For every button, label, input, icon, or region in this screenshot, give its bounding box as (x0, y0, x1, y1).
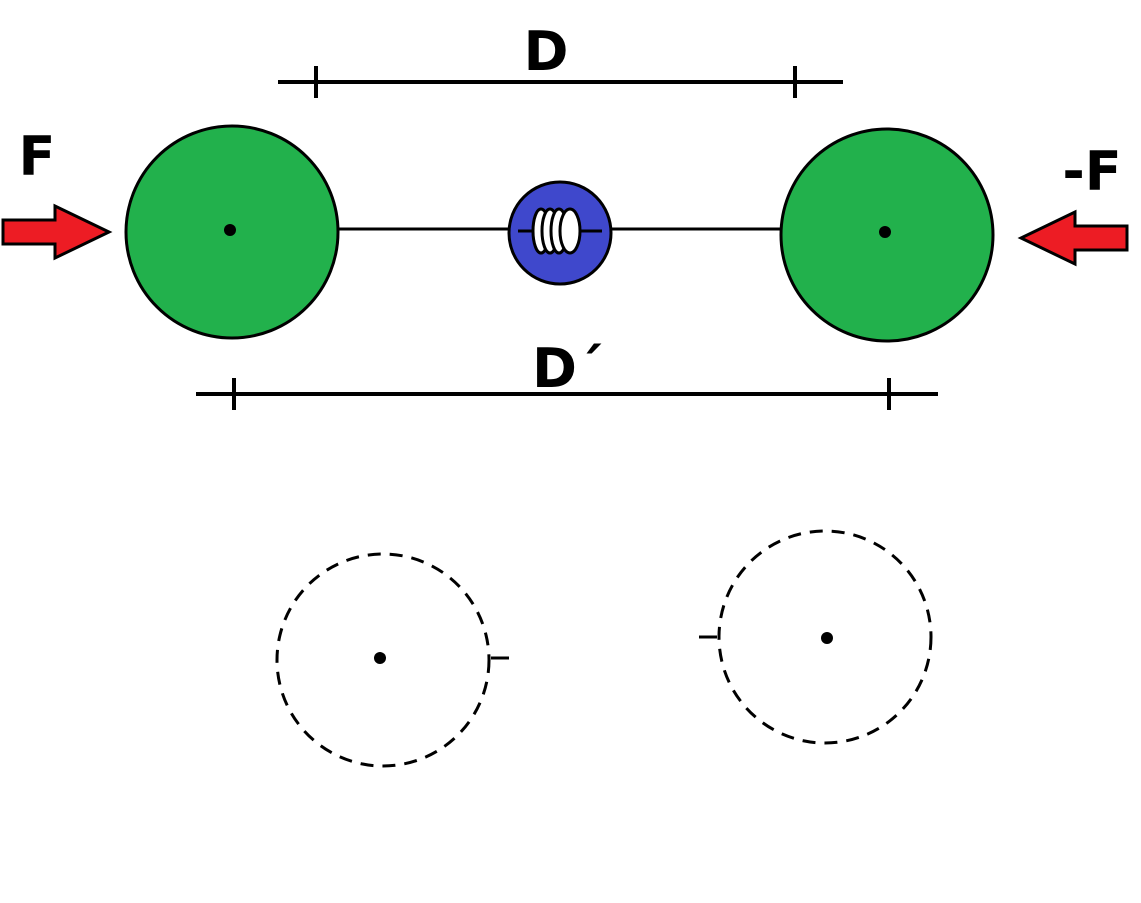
arrow-icon-right (1017, 209, 1129, 267)
ghost-left-mass (275, 552, 509, 768)
ghost-right-mass (699, 529, 933, 745)
label-d-prime: D´ (532, 337, 604, 400)
left-mass (124, 124, 340, 340)
label-force-right: -F (1062, 140, 1121, 203)
coil-spring-icon (507, 180, 613, 286)
arrow-icon-left (1, 203, 113, 261)
right-mass (779, 127, 995, 343)
left-mass-center (224, 224, 236, 236)
dimension-d (278, 66, 843, 98)
dimension-d-prime (196, 378, 938, 410)
right-mass-center (879, 226, 891, 238)
label-d: D (524, 20, 569, 83)
label-force-left: F (19, 125, 56, 188)
